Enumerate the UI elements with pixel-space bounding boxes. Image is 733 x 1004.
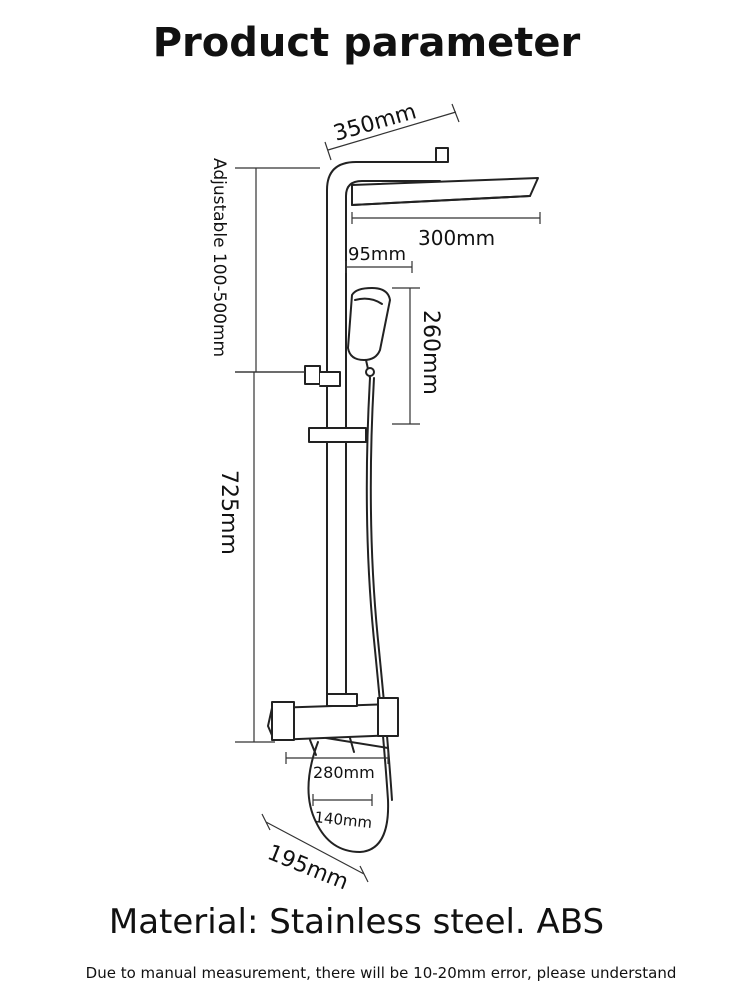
dim-195mm: 195mm bbox=[264, 840, 352, 895]
material-text: Material: Stainless steel. ABS bbox=[108, 902, 605, 942]
measurement-note: Due to manual measurement, there will be… bbox=[85, 964, 677, 982]
shower-hose bbox=[307, 377, 390, 853]
valve-spout bbox=[309, 737, 355, 756]
main-pipe bbox=[326, 161, 441, 711]
slide-bracket bbox=[308, 427, 367, 443]
handheld-holder bbox=[304, 365, 321, 385]
shower-system-drawing bbox=[267, 147, 539, 853]
dim-140mm: 140mm bbox=[314, 808, 373, 832]
valve-right-knob bbox=[377, 697, 399, 737]
dimension-lines bbox=[235, 103, 541, 883]
dim-95mm: 95mm bbox=[348, 244, 406, 265]
main-pipe-inner bbox=[345, 180, 441, 711]
valve-left-knob bbox=[271, 701, 295, 741]
dim-260mm: 260mm bbox=[418, 310, 443, 395]
page-title: Product parameter bbox=[152, 20, 581, 66]
arm-connector bbox=[435, 147, 449, 163]
dim-350mm: 350mm bbox=[331, 99, 419, 146]
dim-300mm: 300mm bbox=[418, 226, 495, 250]
dim-725mm: 725mm bbox=[216, 470, 241, 555]
dim-adjustable: Adjustable 100-500mm bbox=[209, 158, 229, 357]
dim-280mm: 280mm bbox=[313, 763, 375, 782]
handheld-shower-head bbox=[347, 287, 391, 361]
